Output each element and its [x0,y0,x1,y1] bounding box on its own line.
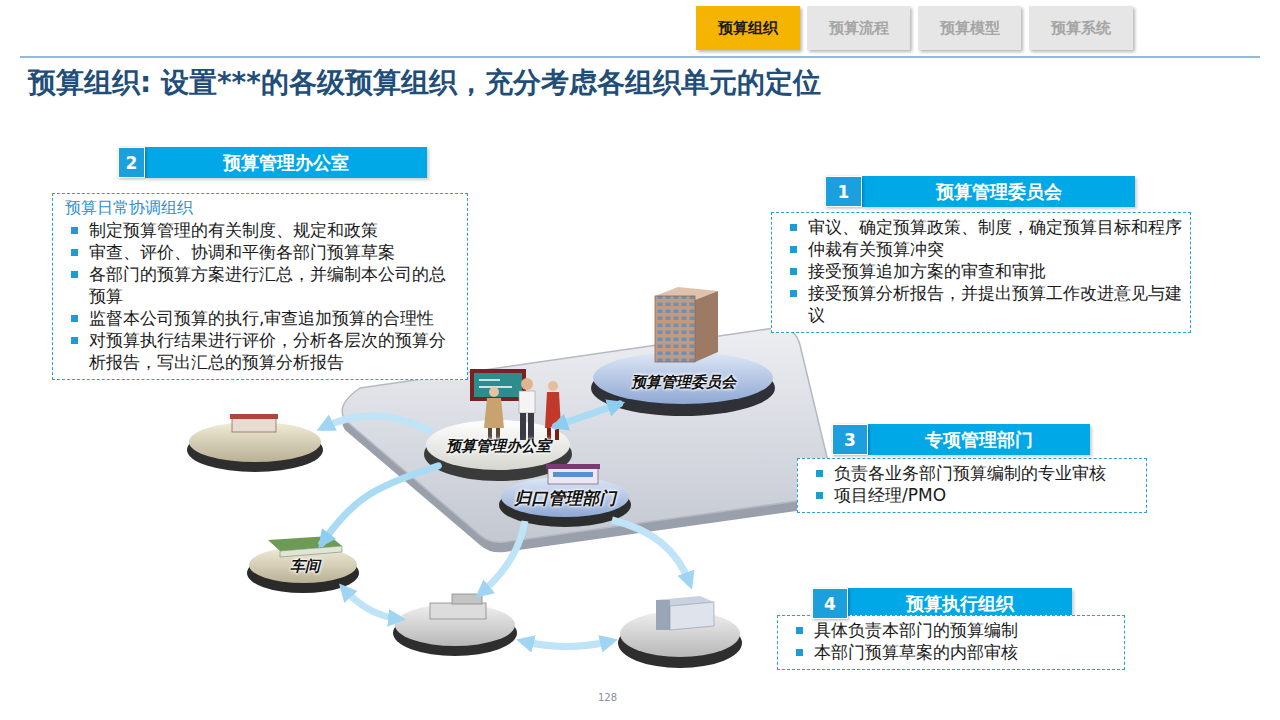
org-unit-disc: 预算管理委员会 [598,362,768,402]
bullet-marker [71,315,78,322]
bullet-marker [790,224,797,231]
section-header: 预算管理委员会 [862,176,1135,207]
node-label: 专项管理部门 [925,428,1033,452]
bullet-text: 项目经理/PMO [810,484,1138,506]
person-head [521,378,533,390]
bullet-marker [790,246,797,253]
building [430,603,486,619]
description-box: 具体负责本部门的预算编制本部门预算草案的内部审核 [777,615,1125,670]
building-front [670,602,714,630]
factory-wall [280,546,342,557]
bullet-marker [816,470,823,477]
org-unit-disc: 预算管理办公室 [430,428,566,464]
node-label: 车间 [290,557,320,576]
flow-connector [556,404,620,426]
node-label: 预算执行组织 [906,592,1014,616]
disc-top [395,604,515,646]
header-rule [20,57,1260,58]
person-leg [528,413,534,440]
section-header: 预算管理办公室 [145,147,427,178]
flow-connector [322,466,438,543]
tower-side [695,291,718,362]
bullet-text: 监督本公司预算的执行,审查追加预算的合理性 [65,307,459,329]
node-label: 预算管理委员会 [936,180,1062,204]
node-label: 预算系统 [1051,19,1111,38]
building-windows [553,472,593,477]
blackboard [474,373,522,397]
person-body [519,391,535,413]
bullet-text: 仲裁有关预算冲突 [784,238,1182,260]
bullet-text: 负责各业务部门预算编制的专业审核 [810,462,1138,484]
bullet-marker [71,249,78,256]
node-label: 预算管理办公室 [446,437,551,456]
slide-title: 预算组织: 设置***的各级预算组织，充分考虑各组织单元的定位 [28,64,821,102]
flow-arrow [480,521,525,594]
nav-tab: 预算流程 [807,6,910,50]
flow-arrow [322,416,432,432]
bullet-text: 本部门预算草案的内部审核 [790,641,1116,663]
building [548,468,598,484]
node-label: 归口管理部门 [514,487,616,510]
bullet-text: 具体负责本部门的预算编制 [790,619,1116,641]
person-head [489,387,499,397]
callout-number: 3 [832,424,868,455]
blackboard-frame [470,369,526,401]
flow-arrow [343,588,400,619]
description-box: 审议、确定预算政策、制度，确定预算目标和程序仲裁有关预算冲突接受预算追加方案的审… [771,212,1191,333]
chalk-line [479,379,500,381]
person-leg [520,413,526,440]
bullet-marker [71,271,78,278]
bullet-marker [71,227,78,234]
org-unit-disc: 车间 [250,548,360,584]
building-roof [546,464,600,469]
node-label: 预算流程 [829,19,889,38]
node-label: 预算管理办公室 [223,151,349,175]
node-label: 预算管理委员会 [631,373,736,392]
org-unit-disc: 归口管理部门 [500,482,630,514]
box-heading: 预算日常协调组织 [65,197,459,219]
section-header: 专项管理部门 [868,424,1090,455]
bullet-text: 接受预算追加方案的审查和审批 [784,260,1182,282]
bullet-text: 各部门的预算方案进行汇总，并编制本公司的总预算 [65,263,459,307]
node-label: 预算组织 [718,19,778,38]
bullet-text: 接受预算分析报告，并提出预算工作改进意见与建议 [784,282,1182,326]
person-body [484,398,504,428]
person-leg [555,428,559,440]
nav-tab: 预算系统 [1029,6,1133,50]
bullet-text: 制定预算管理的有关制度、规定和政策 [65,219,459,241]
bullet-marker [816,492,823,499]
flow-arrow [522,641,612,647]
building-side [656,600,670,630]
description-box: 预算日常协调组织制定预算管理的有关制度、规定和政策审查、评价、协调和平衡各部门预… [52,193,468,380]
page-number: 128 [598,692,617,703]
bullet-text: 审查、评价、协调和平衡各部门预算草案 [65,241,459,263]
bullet-text: 对预算执行结果进行评价，分析各层次的预算分析报告，写出汇总的预算分析报告 [65,329,459,373]
bullet-marker [790,268,797,275]
nav-tab: 预算组织 [696,6,800,50]
bullet-marker [71,337,78,344]
building-roof [230,414,278,419]
description-box: 负责各业务部门预算编制的专业审核项目经理/PMO [797,458,1147,513]
bullet-marker [790,290,797,297]
person-head [548,381,558,391]
flow-arrow [612,520,690,584]
building [232,418,276,432]
node-label: 预算模型 [940,19,1000,38]
disc-top [249,547,357,583]
bullet-marker [796,649,803,656]
bullet-text: 审议、确定预算政策、制度，确定预算目标和程序 [784,216,1182,238]
callout-number: 4 [812,588,848,619]
building-top [452,594,482,604]
disc-base [499,483,631,527]
tower-front [655,296,695,362]
callout-number: 2 [118,147,145,178]
nav-tab: 预算模型 [918,6,1021,50]
callout-number: 1 [825,176,862,207]
bullet-marker [796,627,803,634]
